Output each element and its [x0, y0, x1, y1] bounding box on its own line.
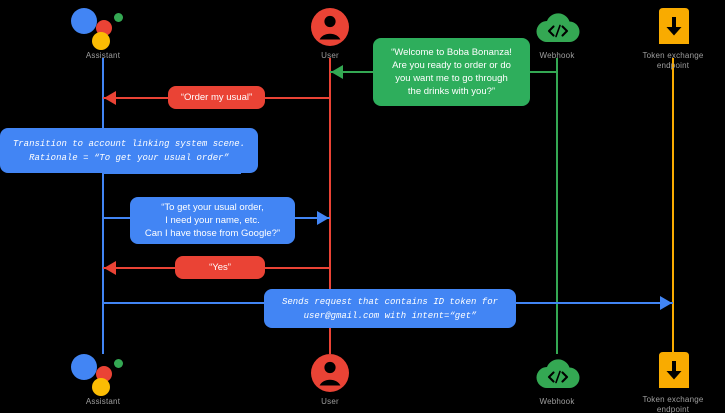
message-bubble-welcome[interactable]: “Welcome to Boba Bonanza! Are you ready …	[373, 38, 530, 106]
actor-user-bottom[interactable]: User	[270, 350, 390, 407]
actor-webhook-top[interactable]: Webhook	[497, 4, 617, 61]
message-bubble-send-id-token[interactable]: Sends request that contains ID token for…	[264, 289, 516, 328]
download-box-icon	[613, 4, 725, 48]
message-text-welcome: “Welcome to Boba Bonanza! Are you ready …	[391, 47, 512, 97]
message-text-send-id-token: Sends request that contains ID token for…	[281, 296, 499, 321]
message-bubble-order-my-usual[interactable]: “Order my usual”	[168, 86, 265, 109]
self-line-transition-bottom	[103, 172, 241, 174]
lifeline-assistant	[102, 58, 104, 354]
arrowhead-yes	[104, 261, 116, 275]
actor-webhook-bottom[interactable]: Webhook	[497, 350, 617, 407]
cloud-code-glyph-bottom	[535, 354, 580, 392]
arrowhead-welcome	[331, 65, 343, 79]
lifeline-user	[329, 58, 331, 354]
download-box-glyph	[657, 6, 689, 46]
arrowhead-send-id-token	[660, 296, 672, 310]
actor-label-user: User	[321, 51, 339, 60]
actor-label-token-endpoint-bottom: Token exchange endpoint	[642, 395, 704, 413]
cloud-code-glyph	[535, 8, 580, 46]
user-avatar-glyph-bottom	[310, 353, 350, 393]
download-box-icon-bottom	[613, 348, 725, 392]
google-assistant-icon	[43, 4, 163, 50]
message-bubble-transition[interactable]: Transition to account linking system sce…	[0, 128, 258, 173]
assistant-dot-green-bottom	[114, 359, 123, 368]
user-avatar-icon-bottom	[270, 350, 390, 394]
assistant-dot-yellow-bottom	[92, 378, 110, 396]
actor-label-webhook: Webhook	[539, 51, 575, 60]
lifeline-token-endpoint	[672, 58, 674, 354]
download-box-glyph-bottom	[657, 350, 689, 390]
actor-label-webhook-bottom: Webhook	[539, 397, 575, 406]
message-text-yes: “Yes”	[209, 262, 231, 273]
message-bubble-yes[interactable]: “Yes”	[175, 256, 265, 279]
assistant-dot-blue-bottom	[71, 354, 97, 380]
arrowhead-ask-for-name	[317, 211, 329, 225]
user-avatar-icon	[270, 4, 390, 48]
arrowhead-order-my-usual	[104, 91, 116, 105]
google-assistant-icon-bottom	[43, 350, 163, 396]
actor-label-user-bottom: User	[321, 397, 339, 406]
assistant-dot-green	[114, 13, 123, 22]
cloud-code-icon	[497, 4, 617, 48]
assistant-dot-blue	[71, 8, 97, 34]
actor-user-top[interactable]: User	[270, 4, 390, 61]
user-avatar-glyph	[310, 7, 350, 47]
cloud-code-icon-bottom	[497, 350, 617, 394]
message-text-transition: Transition to account linking system sce…	[12, 138, 246, 163]
actor-assistant-bottom[interactable]: Assistant	[43, 350, 163, 407]
actor-label-token-endpoint: Token exchange endpoint	[642, 51, 704, 70]
actor-label-assistant: Assistant	[85, 51, 121, 60]
actor-token-endpoint-top[interactable]: Token exchange endpoint	[613, 4, 725, 71]
actor-assistant-top[interactable]: Assistant	[43, 4, 163, 61]
actor-token-endpoint-bottom[interactable]: Token exchange endpoint	[613, 348, 725, 413]
message-text-order-my-usual: “Order my usual”	[180, 92, 253, 103]
message-text-ask-for-name: “To get your usual order, I need your na…	[144, 202, 281, 239]
lifeline-webhook	[556, 58, 558, 354]
assistant-dot-yellow	[92, 32, 110, 50]
message-bubble-ask-for-name[interactable]: “To get your usual order, I need your na…	[130, 197, 295, 244]
actor-label-assistant-bottom: Assistant	[85, 397, 121, 406]
